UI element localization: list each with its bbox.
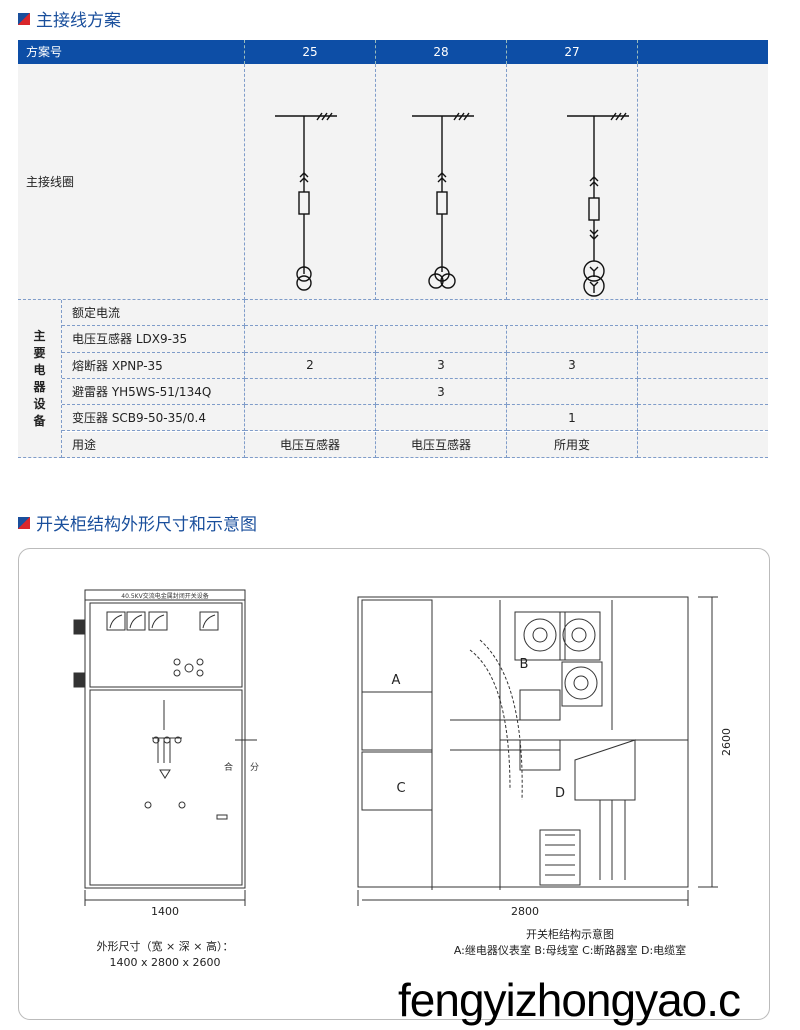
row-label: 熔断器 XPNP-35 xyxy=(62,352,245,379)
width-dimension: 1400 xyxy=(151,905,179,918)
side-label-a: A xyxy=(392,673,401,688)
row-label: 避雷器 YH5WS-51/134Q xyxy=(62,378,245,406)
header-scheme-28: 28 xyxy=(376,40,507,64)
row-label: 用途 xyxy=(62,431,245,458)
section-flag-icon xyxy=(18,12,30,25)
row-value: 3 xyxy=(507,352,638,379)
single-line-diagram-3pt xyxy=(412,112,474,289)
close-label: 合 xyxy=(224,761,233,773)
row-value: 3 xyxy=(376,352,507,379)
side-caption-line1: 开关柜结构示意图 xyxy=(526,928,614,941)
row-value: 电压互感器 xyxy=(245,431,376,458)
row-value xyxy=(245,326,376,353)
group-char: 器 xyxy=(33,379,46,394)
row-value xyxy=(638,326,768,353)
row-value xyxy=(245,405,376,432)
side-view-drawing xyxy=(357,596,718,906)
row-value xyxy=(638,378,768,406)
diagram-scheme-25 xyxy=(245,64,376,300)
front-caption-line2: 1400 x 2800 x 2600 xyxy=(109,956,221,969)
side-caption-line2: A:继电器仪表室 B:母线室 C:断路器室 D:电缆室 xyxy=(453,944,687,957)
group-char: 设 xyxy=(33,396,46,411)
watermark-text: fengyizhongyao.c xyxy=(398,974,741,1026)
section-title-text: 主接线方案 xyxy=(36,11,121,31)
diagram-row-label: 主接线圈 xyxy=(18,64,245,300)
front-view-drawing: 40.5KV交流电金属封闭开关设备 xyxy=(73,589,257,906)
row-label: 额定电流 xyxy=(62,300,245,327)
row-value xyxy=(376,326,507,353)
row-value xyxy=(638,405,768,432)
section-flag-icon xyxy=(18,516,30,529)
header-scheme-25: 25 xyxy=(245,40,376,64)
height-dimension: 2600 xyxy=(720,728,733,756)
row-label: 电压互感器 LDX9-35 xyxy=(62,326,245,353)
row-value xyxy=(376,405,507,432)
front-panel-title: 40.5KV交流电金属封闭开关设备 xyxy=(121,592,208,600)
row-value: 1 xyxy=(507,405,638,432)
row-value xyxy=(245,378,376,406)
single-line-diagram-transformer xyxy=(567,112,629,297)
cabinet-drawing-panel xyxy=(18,548,770,1020)
row-label: 变压器 SCB9-50-35/0.4 xyxy=(62,405,245,432)
header-scheme-empty xyxy=(638,40,768,64)
row-value: 所用变 xyxy=(507,431,638,458)
group-label-main-equipment: 主要电器设备 xyxy=(18,300,62,458)
row-value: 2 xyxy=(245,352,376,379)
front-caption-line1: 外形尺寸（宽 × 深 × 高）： xyxy=(96,940,234,953)
side-label-c: C xyxy=(396,781,405,796)
row-value xyxy=(638,352,768,379)
depth-dimension: 2800 xyxy=(511,905,539,918)
diagram-empty xyxy=(638,64,768,300)
single-line-diagram-pt xyxy=(275,112,337,291)
side-label-d: D xyxy=(555,786,565,801)
diagram-scheme-28 xyxy=(376,64,507,300)
group-char: 电 xyxy=(33,362,46,377)
row-value: 电压互感器 xyxy=(376,431,507,458)
diagram-scheme-27 xyxy=(507,64,638,300)
open-label: 分 xyxy=(250,762,259,773)
header-scheme-27: 27 xyxy=(507,40,638,64)
row-value xyxy=(507,378,638,406)
section-title-text: 开关柜结构外形尺寸和示意图 xyxy=(36,515,257,535)
side-label-b: B xyxy=(520,657,529,672)
row-value xyxy=(507,326,638,353)
group-char: 备 xyxy=(33,413,46,428)
row-value-merged xyxy=(245,300,768,327)
row-value xyxy=(638,431,768,458)
header-scheme-label: 方案号 xyxy=(18,40,245,64)
section-title-cabinet: 开关柜结构外形尺寸和示意图 xyxy=(18,510,257,535)
group-char: 主 xyxy=(33,328,46,343)
section-title-main-wiring: 主接线方案 xyxy=(18,6,121,31)
row-value: 3 xyxy=(376,378,507,406)
group-char: 要 xyxy=(33,345,46,360)
